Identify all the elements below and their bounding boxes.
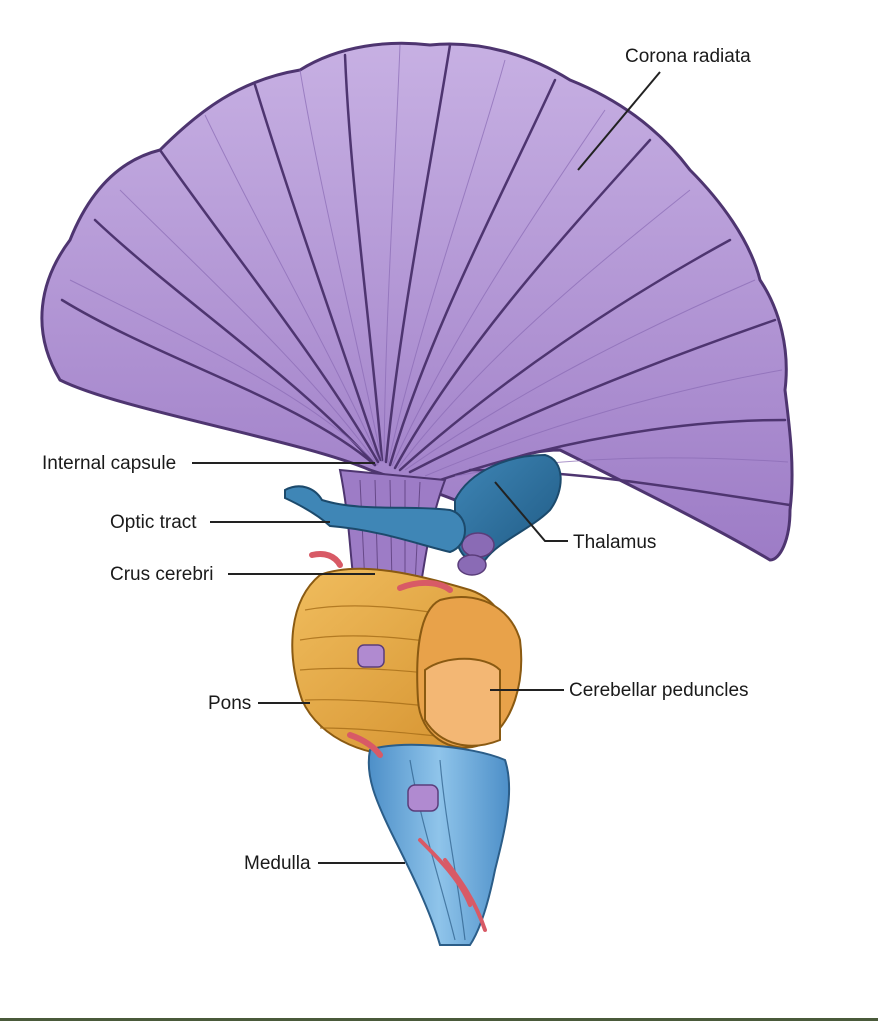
blood-vessels <box>309 551 487 932</box>
label-internal-capsule: Internal capsule <box>42 453 176 474</box>
medulla-shape <box>367 743 511 946</box>
label-cerebellar-peduncles: Cerebellar peduncles <box>569 680 749 701</box>
label-medulla: Medulla <box>244 853 311 874</box>
cerebellar-peduncles-shape <box>416 595 523 749</box>
label-corona-radiata: Corona radiata <box>625 46 751 67</box>
corona-radiata-shape <box>40 41 794 591</box>
label-pons: Pons <box>208 693 251 714</box>
label-thalamus: Thalamus <box>573 532 656 553</box>
thalamus-shape <box>454 453 562 576</box>
label-optic-tract: Optic tract <box>110 512 197 533</box>
label-crus-cerebri: Crus cerebri <box>110 564 213 585</box>
bottom-border-rule <box>0 1018 878 1021</box>
optic-tract-shape <box>284 485 466 554</box>
leader-thalamus <box>494 481 568 542</box>
leader-corona-radiata <box>577 71 661 171</box>
